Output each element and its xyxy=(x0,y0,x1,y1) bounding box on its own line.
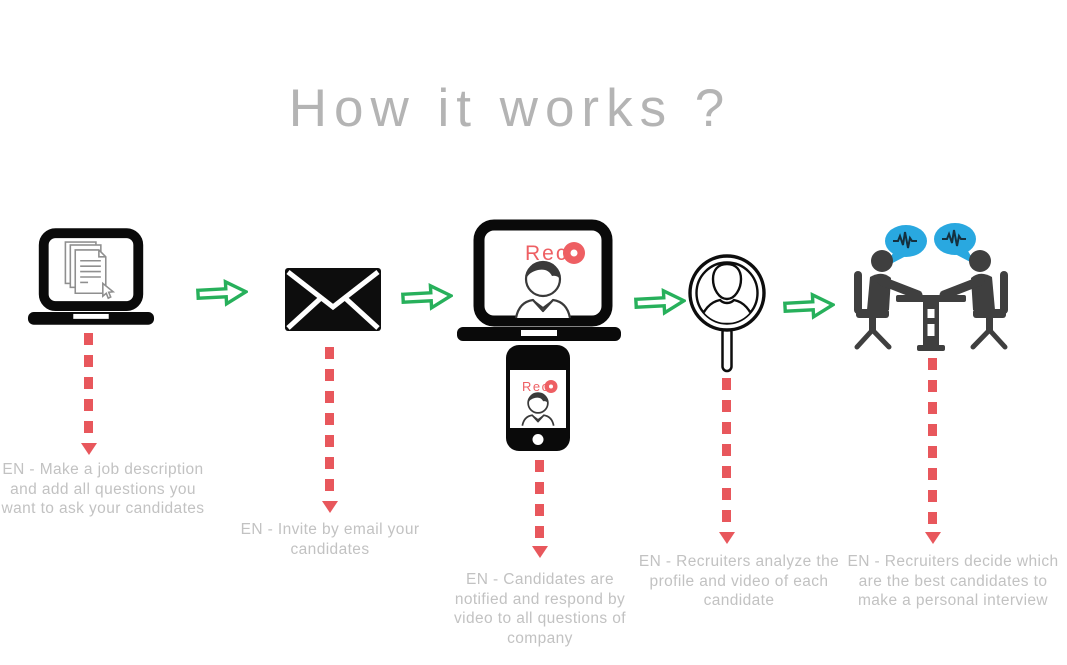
waveform-icon xyxy=(893,231,917,249)
down-arrow-icon xyxy=(718,378,735,544)
candidate-avatar-icon xyxy=(514,260,572,319)
envelope-icon xyxy=(285,268,381,331)
magnifier-handle xyxy=(721,326,733,373)
table-icon xyxy=(896,295,966,351)
magnifier-person-icon xyxy=(688,254,766,373)
down-arrow-icon xyxy=(321,347,338,513)
rec-label: Rec xyxy=(525,242,568,265)
rec-label: Rec xyxy=(522,379,550,394)
home-button-icon xyxy=(532,434,544,445)
step-caption-job-description: EN - Make a job description and add all … xyxy=(1,461,205,517)
phone-rec-icon: Rec xyxy=(506,345,570,451)
step-caption-video-responses: EN - Candidates are notified and respond… xyxy=(454,571,626,647)
interviewer-figure-icon xyxy=(854,250,923,350)
cursor-icon xyxy=(102,281,116,300)
down-arrow-icon xyxy=(80,333,97,455)
down-arrow-icon xyxy=(531,460,548,558)
flow-arrow-icon xyxy=(783,292,836,320)
candidate-silhouette-icon xyxy=(697,263,757,323)
documents-stack-icon xyxy=(64,241,116,300)
step-caption-interview: EN - Recruiters decide which are the bes… xyxy=(847,553,1059,609)
page-title: How it works ? xyxy=(288,79,732,138)
flow-arrow-icon xyxy=(401,283,454,311)
waveform-icon xyxy=(942,229,966,247)
candidate-figure-icon xyxy=(939,250,1008,350)
interview-table-icon xyxy=(854,223,1008,351)
down-arrow-icon xyxy=(924,358,941,544)
candidate-avatar-icon xyxy=(521,392,555,426)
step-caption-analyze: EN - Recruiters analyze the profile and … xyxy=(638,553,840,609)
laptop-rec-icon: Rec xyxy=(457,219,621,341)
flow-arrow-icon xyxy=(634,288,687,316)
flow-arrow-icon xyxy=(196,279,249,307)
speech-bubbles-icon xyxy=(885,223,976,267)
laptop-documents-icon xyxy=(27,228,155,325)
step-caption-invite-email: EN - Invite by email your candidates xyxy=(240,521,420,558)
